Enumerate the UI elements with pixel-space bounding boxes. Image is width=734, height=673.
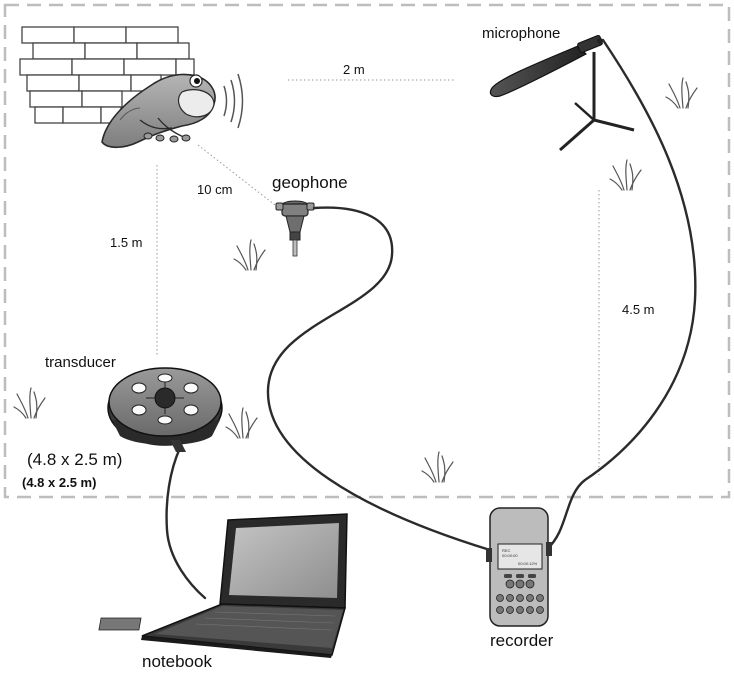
grass-icon bbox=[13, 387, 46, 419]
distance-frog-microphone: 2 m bbox=[343, 62, 365, 77]
grass-layer bbox=[13, 77, 698, 483]
arena-border bbox=[3, 3, 731, 499]
recorder-screen-line3: 00:00:12% bbox=[518, 561, 538, 566]
geophone-label: geophone bbox=[272, 173, 348, 192]
cable-geophone-recorder bbox=[266, 206, 492, 552]
distance-microphone-recorder: 4.5 m bbox=[622, 302, 655, 317]
recorder-icon: REC 00:00:00 00:00:12% bbox=[486, 507, 552, 627]
geophone-icon bbox=[275, 200, 315, 257]
microphone-stand-icon bbox=[489, 34, 635, 152]
guide-frog-geophone bbox=[197, 144, 276, 206]
arena-size-label: (4.8 x 2.5 m) bbox=[27, 450, 123, 469]
cable-transducer-notebook bbox=[165, 446, 207, 600]
laptop-icon bbox=[98, 513, 348, 658]
arena-size-label-bold: (4.8 x 2.5 m) bbox=[22, 475, 97, 490]
grass-icon bbox=[421, 451, 454, 483]
frog-icon bbox=[101, 73, 216, 149]
transducer-label: transducer bbox=[45, 354, 116, 371]
recorder-screen-line2: 00:00:00 bbox=[502, 553, 518, 558]
microphone-label: microphone bbox=[482, 25, 561, 42]
cable-microphone-recorder bbox=[546, 38, 697, 550]
notebook-label: notebook bbox=[142, 652, 212, 671]
grass-icon bbox=[225, 407, 258, 439]
cables bbox=[165, 38, 697, 600]
sound-wave-icon bbox=[223, 73, 244, 129]
distance-frog-transducer: 1.5 m bbox=[110, 235, 143, 250]
grass-icon bbox=[609, 159, 642, 191]
distance-guides bbox=[156, 79, 600, 475]
recorder-label: recorder bbox=[490, 631, 554, 650]
distance-frog-geophone: 10 cm bbox=[197, 182, 233, 197]
recorder-screen-line1: REC bbox=[502, 548, 511, 553]
brick-wall-icon bbox=[19, 26, 195, 124]
grass-icon bbox=[233, 239, 266, 271]
transducer-icon bbox=[107, 367, 223, 452]
grass-icon bbox=[665, 77, 698, 109]
